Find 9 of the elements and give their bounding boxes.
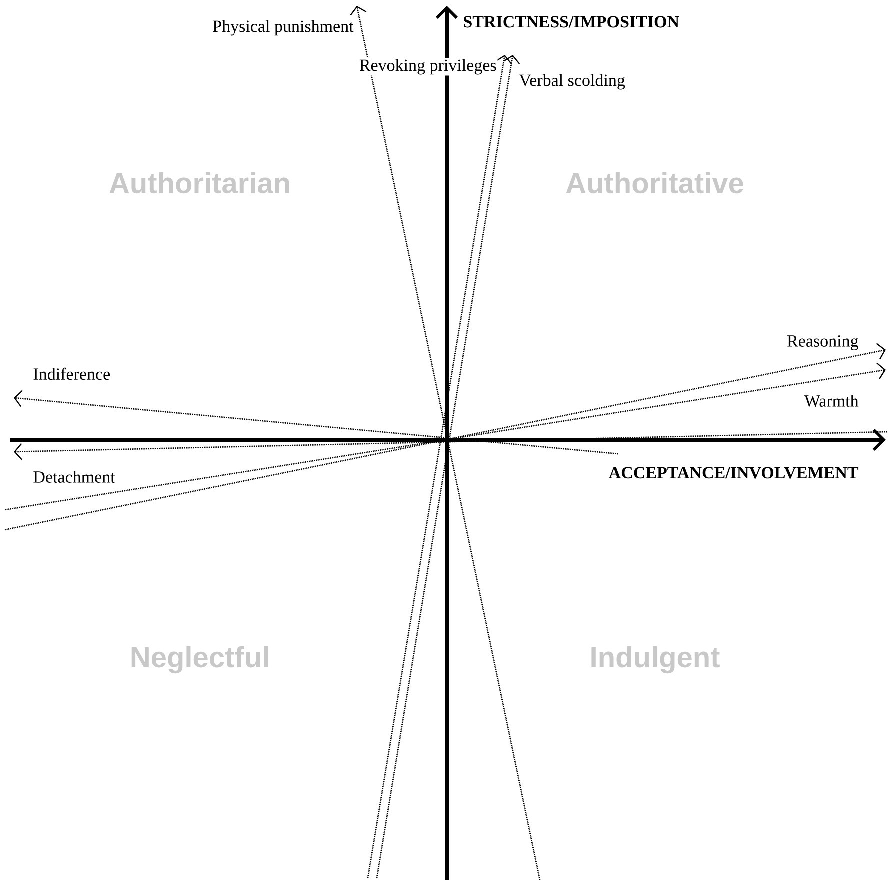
axis-label: STRICTNESS/IMPOSITION [462,15,681,29]
arrow-label: Indiference [32,366,112,382]
arrow-label: Detachment [32,470,116,484]
arrow-label: Warmth [803,394,860,408]
arrow-label: Physical punishment [212,19,355,37]
arrow-label: Reasoning [786,334,860,352]
arrow-label: Revoking privileges [358,58,498,76]
axis-label: ACCEPTANCE/INVOLVEMENT [608,466,860,480]
arrow-label: Verbal scolding [518,73,626,91]
